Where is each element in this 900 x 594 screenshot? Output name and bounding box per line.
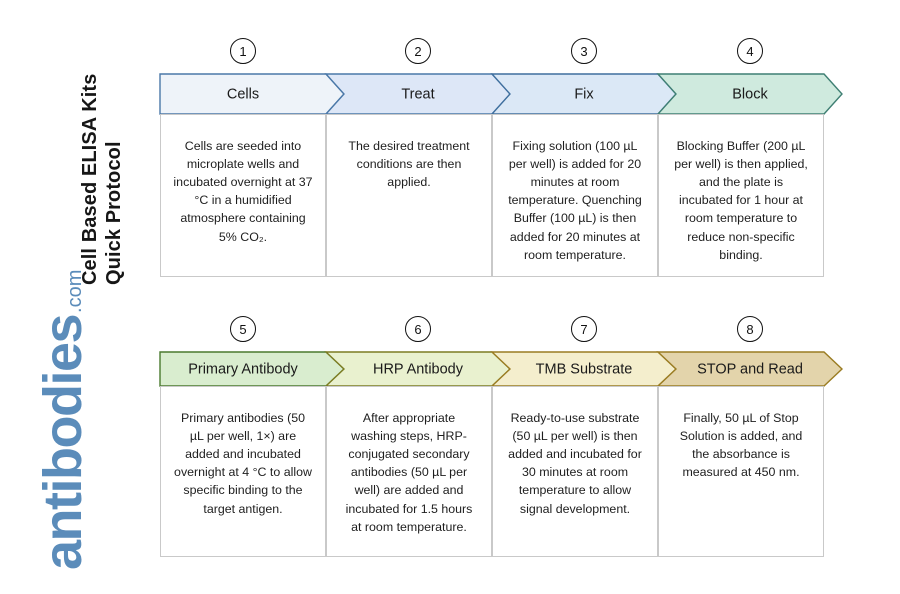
step-number-8: 8 (737, 316, 763, 342)
step-body-4: Blocking Buffer (200 µL per well) is the… (658, 114, 824, 277)
step-label-1: Cells (227, 86, 259, 102)
step-label-7: TMB Substrate (536, 361, 633, 377)
step-body-text-1: Cells are seeded into microplate wells a… (173, 139, 313, 244)
step-label-4: Block (732, 86, 768, 102)
page-title: Cell Based ELISA Kits Quick Protocol (72, 0, 134, 285)
step-body-text-7: Ready-to-use substrate (50 µL per well) … (508, 411, 642, 516)
step-body-1: Cells are seeded into microplate wells a… (160, 114, 326, 277)
step-number-3: 3 (571, 38, 597, 64)
step-arrow-2[interactable] (324, 73, 511, 115)
step-arrow-1[interactable] (159, 73, 345, 115)
step-body-6: After appropriate washing steps, HRP-con… (326, 386, 492, 557)
step-body-text-2: The desired treatment conditions are the… (348, 139, 470, 190)
step-label-8: STOP and Read (697, 361, 803, 377)
step-label-5: Primary Antibody (188, 361, 298, 377)
step-arrow-4[interactable] (656, 73, 843, 115)
step-number-4: 4 (737, 38, 763, 64)
step-arrow-5[interactable] (159, 351, 346, 387)
step-body-3: Fixing solution (100 µL per well) is add… (492, 114, 658, 277)
step-body-text-6: After appropriate washing steps, HRP-con… (345, 411, 473, 534)
step-label-2: Treat (401, 86, 434, 102)
step-label-6: HRP Antibody (373, 361, 464, 377)
step-body-text-3: Fixing solution (100 µL per well) is add… (508, 139, 642, 262)
step-label-3: Fix (574, 86, 594, 102)
step-body-text-5: Primary antibodies (50 µL per well, 1×) … (174, 411, 312, 516)
step-arrow-7[interactable] (490, 351, 678, 387)
logo-tld: .com (64, 269, 86, 313)
step-number-5: 5 (230, 316, 256, 342)
logo-wordmark: antibodies (33, 314, 93, 570)
step-number-6: 6 (405, 316, 431, 342)
antibodies-logo: antibodies .com (33, 269, 106, 570)
step-body-5: Primary antibodies (50 µL per well, 1×) … (160, 386, 326, 557)
step-arrow-8[interactable] (656, 351, 844, 387)
step-body-7: Ready-to-use substrate (50 µL per well) … (492, 386, 658, 557)
step-body-text-4: Blocking Buffer (200 µL per well) is the… (674, 139, 808, 262)
step-body-8: Finally, 50 µL of Stop Solution is added… (658, 386, 824, 557)
page-title-line-1: Cell Based ELISA Kits (79, 73, 102, 285)
step-number-7: 7 (571, 316, 597, 342)
step-number-1: 1 (230, 38, 256, 64)
page-title-line-2: Quick Protocol (103, 141, 125, 285)
step-arrow-3[interactable] (490, 73, 677, 115)
step-arrow-6[interactable] (324, 351, 512, 387)
step-body-2: The desired treatment conditions are the… (326, 114, 492, 277)
step-number-2: 2 (405, 38, 431, 64)
step-body-text-8: Finally, 50 µL of Stop Solution is added… (679, 411, 803, 480)
